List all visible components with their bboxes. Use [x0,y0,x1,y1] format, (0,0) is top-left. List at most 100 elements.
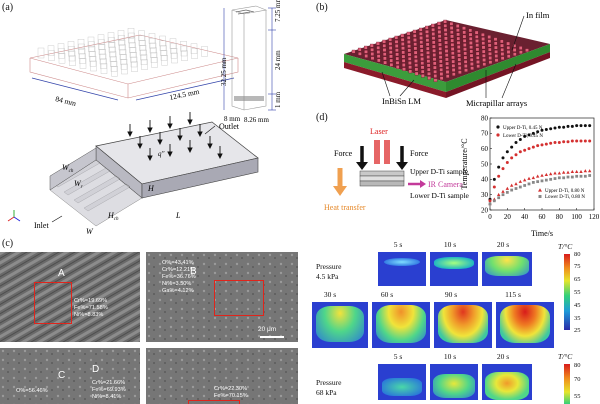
point-series-0 [501,156,505,160]
tray-well [68,46,75,57]
micropillar [475,35,479,39]
tray-well [58,53,66,64]
x-tick-label: 80 [556,213,564,221]
point-series-2 [553,171,557,175]
scale-bar [260,336,284,338]
micropillar [493,37,498,41]
tray-well [130,52,137,63]
micropillar [482,62,487,66]
micropillar [500,43,504,48]
tray-well [139,40,146,51]
tray-well [90,60,97,72]
ir-time-r3-0: 5 s [393,352,403,361]
tray-well [180,41,187,52]
scale-bar-label: 20 μm [258,326,277,333]
micropillar [414,67,419,72]
heat-arrow-head [217,153,223,160]
tray-well [128,37,136,48]
ir-map-r3-20s [482,364,532,400]
ir-map-r2-30s [312,302,368,348]
micropillar [457,57,462,62]
tray-well [68,50,76,62]
point-series-3 [501,193,505,197]
micropillar [370,56,375,60]
micropillar [395,65,400,69]
tray-well [160,50,168,61]
tray-well [37,47,45,59]
micropillar [494,45,498,50]
point-series-1 [557,141,561,145]
micropillar [389,63,394,67]
micropillar [444,40,448,45]
inlet-label: Inlet [34,221,49,230]
tray-well [88,41,95,52]
micropillar [420,69,425,74]
micropillar [506,50,511,54]
heat-transfer-label: Heat transfer [324,203,366,212]
micropillar [414,63,418,67]
point-series-3 [523,184,527,187]
micropillar [450,47,455,51]
tray-well [120,59,128,70]
tray-wells [37,28,208,77]
micropillar [420,65,425,70]
dim-line-84 [31,77,119,101]
micropillar [488,60,493,64]
tray-well [108,37,115,48]
micropillar [431,28,435,32]
point-series-0 [588,124,592,128]
ir-map-r1-20s [482,252,532,286]
colorbar-title-1: T/°C [558,242,573,251]
tray-well [58,48,65,59]
point-series-0 [544,128,548,131]
point-series-2 [514,182,518,186]
micropillar [458,70,462,74]
micropillar [500,52,505,56]
micropillar [519,50,523,54]
dim-3225-label: 32.25 mm [220,57,228,86]
micropillar [463,43,467,47]
ir-camera-label: IR Camera [428,180,463,189]
sem-roi-box-b [214,280,264,316]
micropillar [488,56,492,60]
micropillar [438,55,443,59]
ir-time-r2-1: 60 s [380,290,394,299]
point-series-3 [497,196,501,200]
ir-map-r2-60s [372,302,430,348]
point-series-1 [518,150,522,154]
micropillar [439,68,443,72]
tray-well [79,58,87,69]
point-series-0 [514,141,518,145]
dim-1-label: 1 mm [274,91,282,108]
micropillar [364,50,368,54]
micropillar [482,58,486,62]
point-series-2 [496,192,501,196]
colorbar-title-2: T/°C [558,352,573,361]
micropillar [426,59,431,63]
series-marks [488,124,592,206]
micropillar [439,59,443,64]
heat-arrow-head [147,155,153,162]
heat-arrow-head [187,147,193,154]
tray-well [98,39,105,50]
point-series-3 [536,180,540,184]
micropillar [469,49,474,54]
heat-arrow-head [197,131,203,138]
cbar2-tick-70: 70 [574,376,581,383]
point-series-3 [562,176,566,180]
tray-well [149,38,156,49]
micropillar [420,61,425,65]
micropillar [456,41,461,45]
point-series-1 [514,153,518,157]
micropillar [463,60,468,64]
micropillar [450,34,454,39]
micropillar [401,50,405,55]
micropillar [481,41,486,45]
micropillar-label: Micrapillar arrays [466,98,527,108]
micropillar [437,34,442,38]
ir-map-r1-5s [378,252,426,286]
tray-well [159,35,166,47]
point-series-3 [544,178,548,182]
channel-column [231,5,268,111]
point-series-1 [488,199,492,203]
